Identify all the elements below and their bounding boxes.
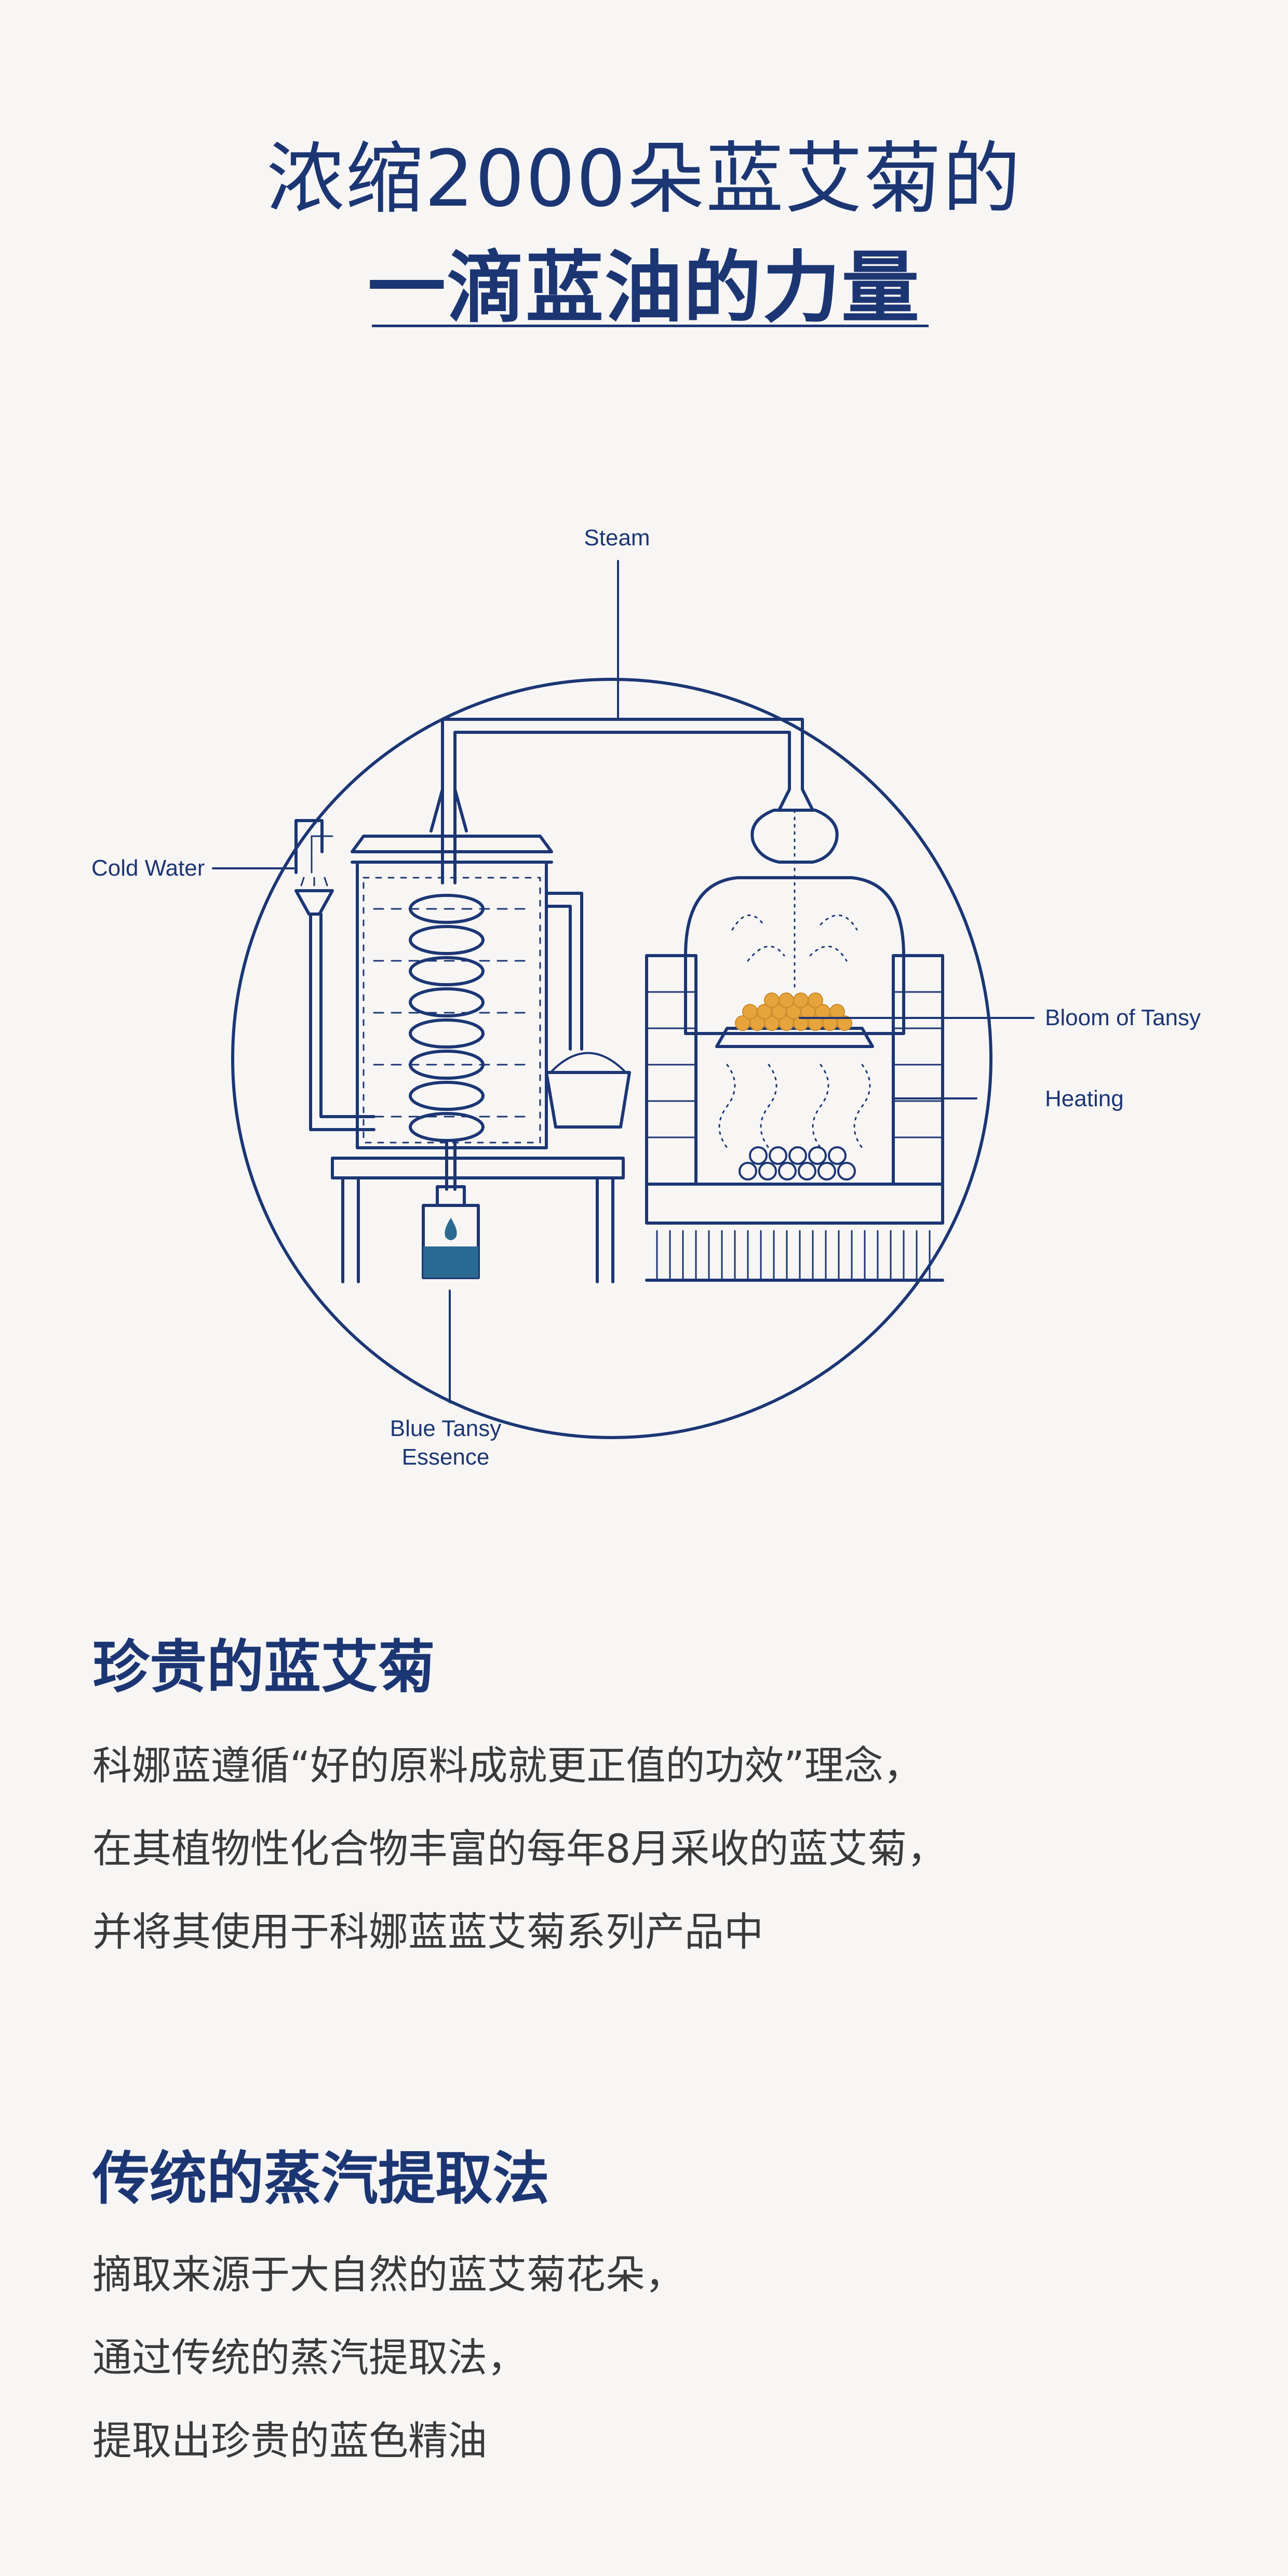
label-cold-water: Cold Water [91,855,205,881]
headline-line-2: 一滴蓝油的力量 [367,243,920,333]
diagram-circle [231,678,992,1439]
tansy-flowers [735,992,852,1031]
section2-line-2: 通过传统的蒸汽提取法， [92,2334,527,2381]
cold-water-inlet [294,819,375,1131]
section-text-steam-extraction: 摘取来源于大自然的蓝艾菊花朵， 通过传统的蒸汽提取法， 提取出珍贵的蓝色精油 [92,2233,685,2483]
label-heating: Heating [1045,1086,1124,1111]
work-table [331,1157,625,1283]
label-essence-line1: Blue Tansy [390,1416,501,1441]
section-text-precious-tansy: 科娜蓝遵循“好的原料成就更正值的功效”理念， 在其植物性化合物丰富的每年8月采收… [92,1724,946,1974]
section-title-precious-tansy: 珍贵的蓝艾菊 [92,1634,435,1700]
headline-line-1: 浓缩2000朵蓝艾菊的 [266,134,1022,224]
condenser-coil [409,894,485,1142]
essence-bottle [422,1185,480,1279]
overflow-bucket [545,892,631,1129]
label-essence-line2: Essence [402,1444,490,1470]
still-boiler [645,809,944,1282]
condenser-tank [351,835,553,1191]
section1-line-1: 科娜蓝遵循“好的原料成就更正值的功效”理念， [92,1742,923,1789]
section1-line-3: 并将其使用于科娜蓝蓝艾菊系列产品中 [92,1909,763,1955]
label-bloom: Bloom of Tansy [1045,1005,1201,1030]
firewood [739,1146,856,1180]
steam-pipe [430,718,814,884]
headline-underline [372,325,929,327]
section-title-steam-extraction: 传统的蒸汽提取法 [92,2145,549,2212]
section2-line-1: 摘取来源于大自然的蓝艾菊花朵， [92,2251,685,2298]
distillation-diagram: Steam Cold Water Bloom of Tansy Heating … [91,525,1201,1470]
label-steam: Steam [584,525,650,551]
section2-line-3: 提取出珍贵的蓝色精油 [92,2418,487,2464]
section1-line-2: 在其植物性化合物丰富的每年8月采收的蓝艾菊， [92,1826,947,1872]
